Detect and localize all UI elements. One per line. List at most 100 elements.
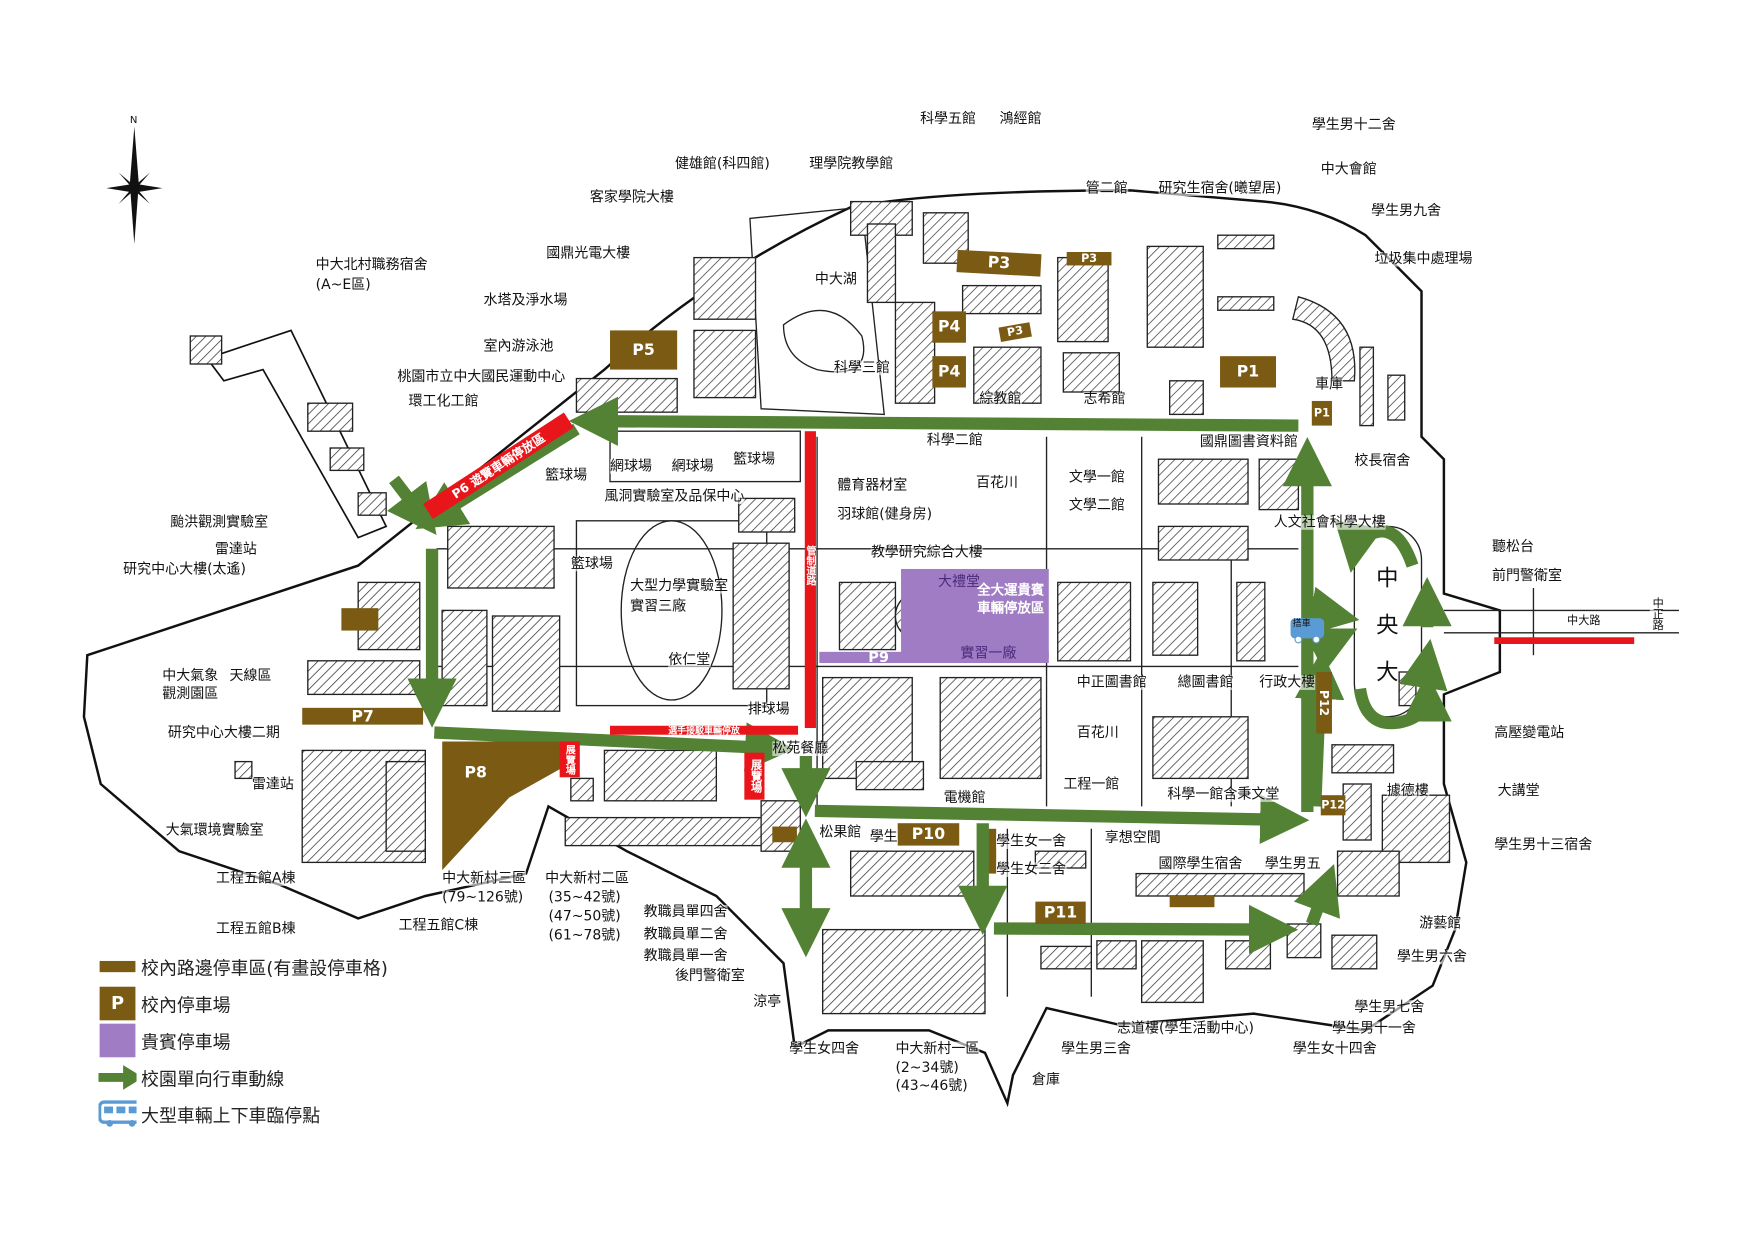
legend-label: 校園單向行車動線 xyxy=(141,1067,285,1090)
map-label: 理學院教學館 xyxy=(809,154,894,172)
parking-p5[interactable]: P5 xyxy=(610,330,678,370)
map-label: 車庫 xyxy=(1315,375,1344,392)
route-arrow xyxy=(1293,864,1341,927)
map-label: 科學一館含秉文堂 xyxy=(1167,785,1280,802)
route-arrow xyxy=(568,396,1299,446)
map-label: 學生女三舍 xyxy=(996,860,1067,877)
parking-p7[interactable]: P7 xyxy=(302,707,424,725)
parking-p11[interactable]: P11 xyxy=(1035,901,1086,924)
map-label: 颱洪觀測實驗室 xyxy=(170,512,269,530)
map-label: (43~46號) xyxy=(895,1076,968,1094)
parking-p12[interactable]: P12 xyxy=(1320,795,1346,816)
map-label: 涼亭 xyxy=(753,992,782,1010)
map-label: 綜教館 xyxy=(979,389,1022,407)
map-label: 教職員單四舍 xyxy=(643,902,728,920)
map-label: 鴻經館 xyxy=(999,109,1042,127)
map-label: 國鼎圖書資料館 xyxy=(1199,432,1298,450)
map-label: 前門警衛室 xyxy=(1492,566,1563,584)
bus-stop-icon xyxy=(1290,618,1325,644)
legend-label: 校內停車場 xyxy=(141,994,231,1016)
map-label: 電機館 xyxy=(943,788,986,806)
map-label: 學生男九舍 xyxy=(1371,201,1442,219)
compass-icon xyxy=(106,126,163,245)
legend-bus-stop: 大型車輛上下車臨停點 xyxy=(98,1095,387,1132)
route-arrow xyxy=(993,904,1299,955)
map-label: 校長宿舍 xyxy=(1354,451,1411,469)
map-label: 學生男十三宿舍 xyxy=(1494,835,1593,853)
red-strip-label: 選手接駁車輛停放 xyxy=(610,725,799,735)
parking-p8[interactable]: P8 xyxy=(464,763,487,782)
map-label: 水塔及淨水場 xyxy=(483,291,568,308)
map-label: 研究生宿舍(曦望居) xyxy=(1158,179,1282,196)
parking-lot-swatch: P xyxy=(98,986,136,1020)
map-label: 中大會館 xyxy=(1320,160,1377,177)
map-label: 大禮堂 xyxy=(937,572,980,590)
route-arrow xyxy=(1353,672,1452,730)
map-label: 雷達站 xyxy=(251,775,294,792)
map-label: 學生 xyxy=(869,827,898,845)
map-label: 文學一館 xyxy=(1068,468,1125,485)
map-label: 百花川 xyxy=(1076,723,1119,741)
map-label: 學生男三舍 xyxy=(1061,1039,1132,1057)
north-village-boundary xyxy=(205,329,388,539)
map-label: 享想空間 xyxy=(1104,828,1161,846)
map-label: 人文社會科學大樓 xyxy=(1273,512,1386,530)
restricted-road xyxy=(804,431,816,728)
map-label: 健雄館(科四館) xyxy=(674,154,770,172)
map-label: 國際學生宿舍 xyxy=(1158,854,1243,872)
map-label: 大型力學實驗室 xyxy=(630,576,729,594)
map-label: 實習三廠 xyxy=(630,596,687,614)
map-label: 志希館 xyxy=(1083,389,1126,407)
map-label: 工程五館B棟 xyxy=(216,919,296,937)
map-label: 網球場 xyxy=(610,456,653,474)
parking-p10[interactable]: P10 xyxy=(897,823,960,846)
map-label: 風洞實驗室及品保中心 xyxy=(604,487,745,504)
map-label: 中大新村二區 xyxy=(545,869,630,886)
roadside-parking xyxy=(341,608,379,631)
parking-p3[interactable]: P3 xyxy=(956,249,1042,277)
map-label: 行政大樓 xyxy=(1259,673,1316,690)
map-label: 文學二館 xyxy=(1068,496,1125,513)
parking-p9[interactable]: P9 xyxy=(868,649,890,666)
map-label: 科學三館 xyxy=(833,358,890,376)
map-label: 實習一廠 xyxy=(960,644,1017,661)
route-arrow xyxy=(387,475,437,536)
parking-p1[interactable]: P1 xyxy=(1220,356,1277,388)
exhibition-area-2: 展覽場 xyxy=(744,752,765,800)
map-label: 聽松台 xyxy=(1492,537,1535,555)
parking-p12-vertical[interactable]: P12 xyxy=(1316,672,1332,734)
map-label: 觀測園區 xyxy=(162,684,219,702)
map-label: 游藝館 xyxy=(1419,913,1462,931)
parking-p3-small[interactable]: P3 xyxy=(1066,252,1112,266)
parking-p1-small[interactable]: P1 xyxy=(1311,400,1332,426)
legend-label: 大型車輛上下車臨停點 xyxy=(141,1104,321,1127)
map-label: 學生男十二舍 xyxy=(1311,115,1396,133)
map-label: 中正圖書館 xyxy=(1076,673,1147,690)
map-label: 籃球場 xyxy=(733,450,776,468)
red-band-east xyxy=(1494,637,1635,644)
map-label: 國鼎光電大樓 xyxy=(546,244,631,261)
restricted-road-label: 管制道路 xyxy=(804,545,816,586)
map-label: 學生女十四舍 xyxy=(1292,1039,1377,1057)
map-label: 志道樓(學生活動中心) xyxy=(1117,1019,1254,1036)
map-label: (61~78號) xyxy=(548,926,621,944)
map-label: 大講堂 xyxy=(1497,781,1540,799)
map-label: 教學研究綜合大樓 xyxy=(870,543,983,560)
map-label: 科學二館 xyxy=(926,431,983,448)
map-label: 後門警衛室 xyxy=(674,966,745,984)
route-arrow xyxy=(1398,638,1448,692)
map-label: 高壓變電站 xyxy=(1494,723,1565,741)
legend-label: 貴賓停車場 xyxy=(141,1030,231,1053)
parking-p4-south[interactable]: P4 xyxy=(932,356,966,388)
map-label: 羽球館(健身房) xyxy=(837,505,933,522)
map-label: 中大新村一區 xyxy=(895,1039,980,1057)
route-arrow xyxy=(1302,628,1358,673)
compass-north-label: N xyxy=(129,115,138,127)
buildings xyxy=(189,200,1451,1015)
map-label: 工程一館 xyxy=(1063,775,1120,792)
map-label: 倉庫 xyxy=(1031,1070,1060,1088)
parking-p4-north[interactable]: P4 xyxy=(932,311,966,343)
map-label: 管二館 xyxy=(1085,179,1128,196)
